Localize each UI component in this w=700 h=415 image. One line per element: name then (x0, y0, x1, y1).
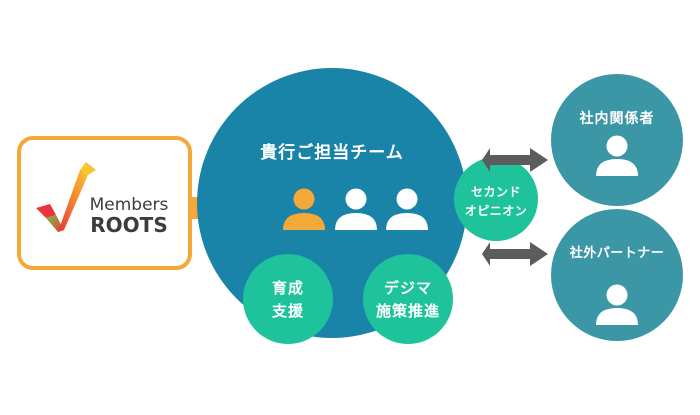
person-icon-external (596, 284, 638, 325)
team-title: 貴行ご担当チーム (260, 143, 404, 163)
digima-label-line1: デジマ (383, 279, 432, 297)
digima-bubble (363, 254, 453, 344)
external-partners-circle (551, 209, 683, 341)
second-opinion-label-line2: オピニオン (464, 204, 528, 218)
double-arrow-lower (482, 242, 548, 266)
training-support-label-line2: 支援 (271, 302, 304, 320)
external-partners-label: 社外パートナー (569, 246, 665, 261)
second-opinion-bubble (454, 157, 538, 241)
internal-stakeholders-label: 社内関係者 (579, 111, 655, 127)
person-icon-white-1 (335, 188, 377, 230)
person-icon-white-2 (386, 188, 428, 230)
members-roots-logo-mark (36, 162, 96, 232)
digima-label-line2: 施策推進 (375, 302, 440, 320)
logo-box (17, 136, 192, 270)
training-support-bubble (243, 254, 333, 344)
second-opinion-label-line1: セカンド (470, 185, 521, 199)
training-support-label-line1: 育成 (271, 279, 304, 297)
logo-text-members: Members (90, 195, 169, 215)
logo-text-roots: ROOTS (90, 213, 167, 237)
double-arrow-upper (482, 148, 548, 172)
person-icon-internal (596, 135, 638, 176)
person-icon-orange (283, 188, 325, 230)
